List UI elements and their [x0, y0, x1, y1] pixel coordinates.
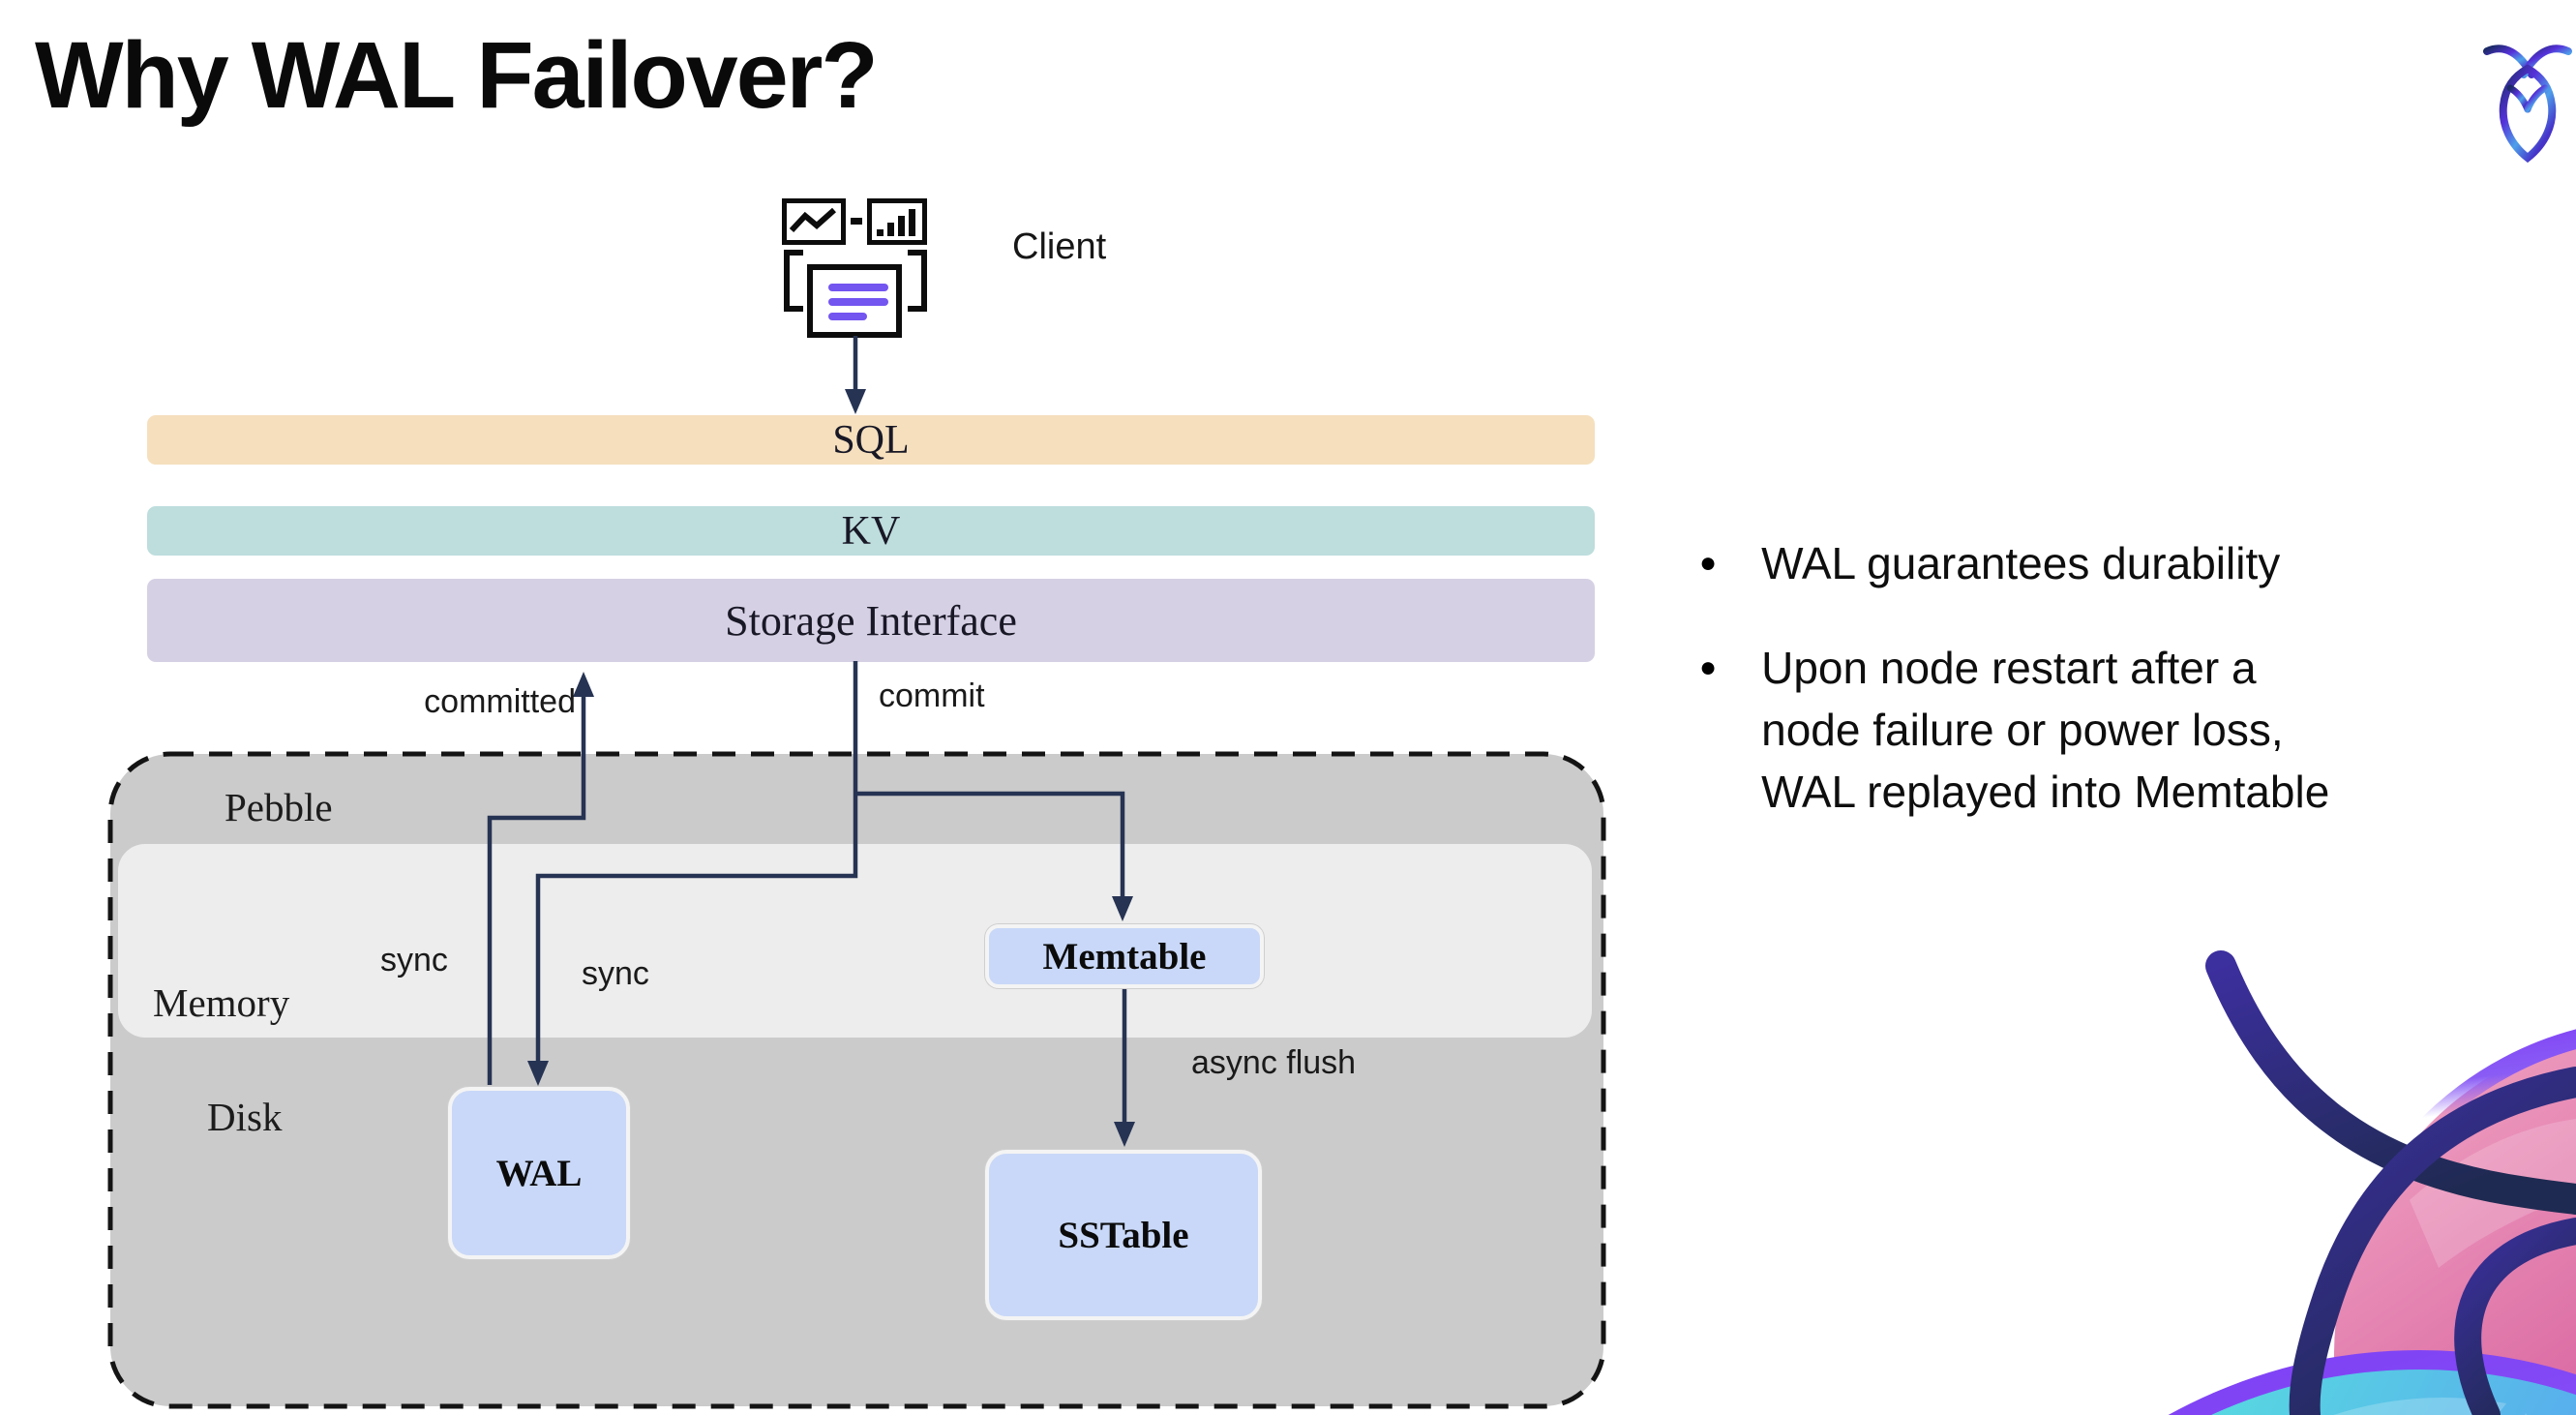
page-title: Why WAL Failover? — [35, 22, 879, 128]
list-item: ● WAL guarantees durability — [1699, 532, 2497, 594]
bullet-line: node failure or power loss, — [1761, 705, 2284, 755]
sync-left-edge-label: sync — [380, 942, 448, 978]
layer-kv-label: KV — [841, 508, 901, 554]
bar-chart-icon — [867, 198, 927, 245]
client-icon — [780, 196, 931, 344]
bullet-icon: ● — [1699, 547, 1718, 579]
memory-label: Memory — [153, 980, 290, 1025]
commit-edge-label: commit — [879, 677, 985, 714]
bullet-list: ● WAL guarantees durability ● Upon node … — [1699, 532, 2497, 865]
pebble-label: Pebble — [225, 785, 333, 829]
line-chart-icon — [782, 198, 846, 245]
list-item: ● Upon node restart after a node failure… — [1699, 637, 2497, 823]
layer-storage-label: Storage Interface — [725, 596, 1017, 645]
node-memtable: Memtable — [985, 924, 1264, 988]
bullet-line: WAL replayed into Memtable — [1761, 767, 2330, 817]
layer-sql-label: SQL — [832, 417, 910, 463]
cockroachdb-logo-icon — [2481, 43, 2574, 163]
node-wal: WAL — [448, 1087, 630, 1259]
brand-decoration-graphic — [2168, 950, 2576, 1415]
bracket-left-icon — [784, 250, 803, 312]
connector-dash — [851, 218, 862, 225]
layer-sql: SQL — [147, 415, 1595, 465]
bullet-icon: ● — [1699, 651, 1718, 683]
client-label: Client — [1012, 226, 1107, 267]
node-sstable: SSTable — [985, 1150, 1262, 1320]
layer-kv: KV — [147, 506, 1595, 556]
sync-right-edge-label: sync — [582, 955, 649, 992]
memory-band — [118, 844, 1592, 1038]
wal-label: WAL — [495, 1152, 583, 1194]
bullet-text: Upon node restart after a node failure o… — [1761, 637, 2329, 823]
bullet-line: Upon node restart after a — [1761, 643, 2257, 693]
memtable-label: Memtable — [1042, 935, 1207, 978]
layer-storage-interface: Storage Interface — [147, 579, 1595, 662]
disk-label: Disk — [207, 1095, 283, 1139]
cockroachdb-logo-glyph — [2483, 45, 2572, 163]
sstable-label: SSTable — [1058, 1214, 1189, 1256]
bullet-text: WAL guarantees durability — [1761, 532, 2280, 594]
document-icon — [807, 264, 902, 338]
bullet-line: WAL guarantees durability — [1761, 538, 2281, 588]
async-flush-edge-label: async flush — [1191, 1044, 1357, 1081]
committed-edge-label: committed — [424, 683, 576, 720]
bracket-right-icon — [908, 250, 927, 312]
